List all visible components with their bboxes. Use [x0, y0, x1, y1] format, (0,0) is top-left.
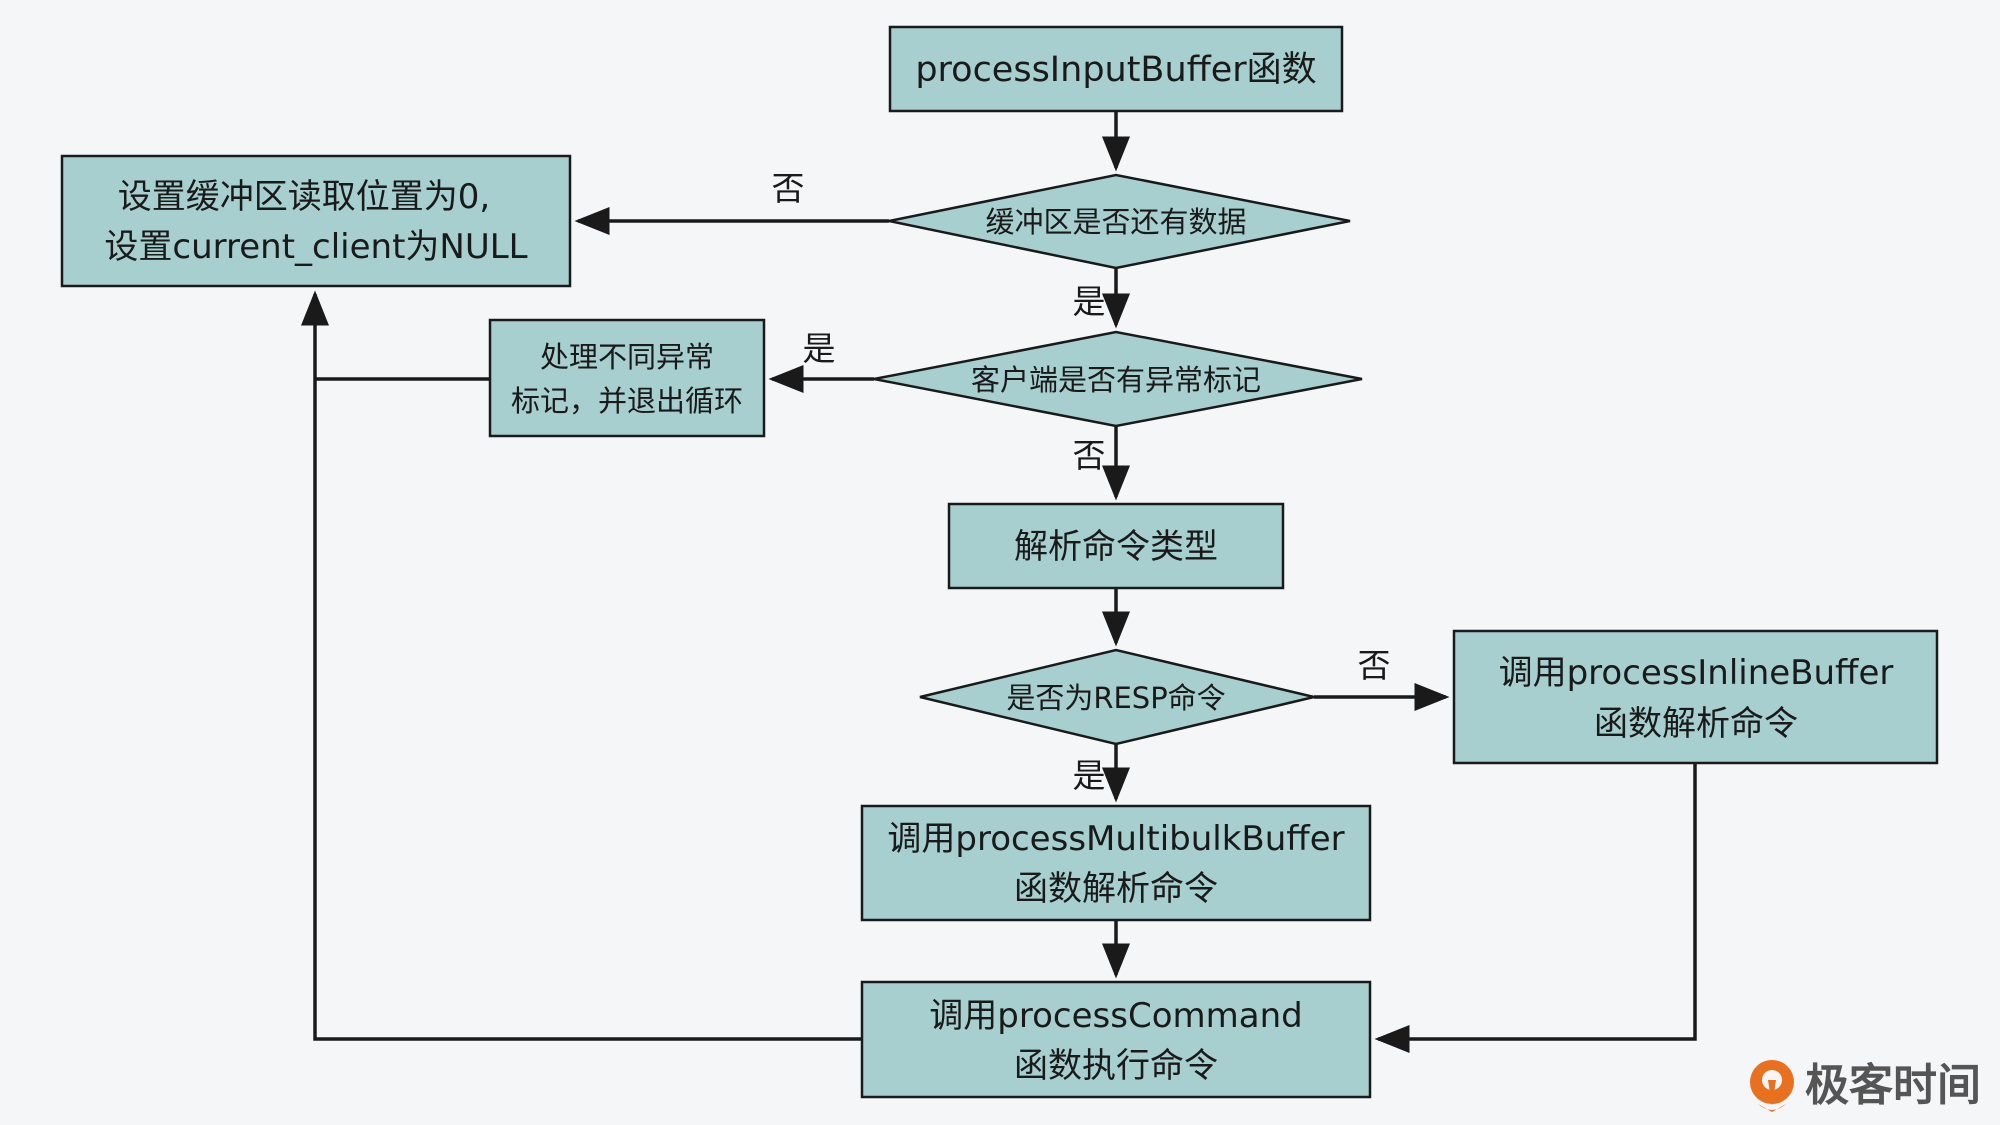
node-is-resp-text: 是否为RESP命令 [1006, 681, 1225, 715]
node-multibulk-text-1: 调用processMultibulkBuffer [887, 819, 1344, 859]
edge-inline-to-command [1374, 763, 1697, 1053]
node-reset-text-2: 设置current_client为NULL [104, 227, 527, 267]
node-parse-type [947, 502, 1285, 590]
node-parse-type-text: 解析命令类型 [1014, 527, 1218, 567]
node-command-text-1: 调用processCommand [929, 996, 1302, 1036]
node-command [860, 980, 1372, 1099]
label-resp-no: 否 [1358, 646, 1391, 685]
node-start-text: processInputBuffer函数 [915, 50, 1316, 90]
node-reset-text-1: 设置缓冲区读取位置为0, [118, 177, 490, 217]
node-abnormal-handle [488, 318, 766, 438]
label-abnormal-no: 否 [1073, 436, 1106, 475]
label-abnormal-yes: 是 [803, 329, 836, 368]
node-inline-text-2: 函数解析命令 [1594, 704, 1798, 744]
node-abnormal-handle-text-2: 标记，并退出循环 [511, 384, 743, 418]
label-resp-yes: 是 [1073, 756, 1106, 795]
node-has-data-text: 缓冲区是否还有数据 [985, 205, 1246, 239]
node-inline [1452, 629, 1939, 765]
node-has-data [888, 173, 1351, 270]
node-command-text-2: 函数执行命令 [1014, 1046, 1218, 1086]
node-multibulk-text-2: 函数解析命令 [1014, 869, 1218, 909]
geektime-logo: 极客时间 [1750, 1060, 1981, 1112]
geektime-logo-icon [1750, 1060, 1794, 1112]
node-inline-text-1: 调用processInlineBuffer [1499, 653, 1894, 693]
node-is-resp [919, 648, 1315, 746]
node-abnormal-handle-text-1: 处理不同异常 [540, 340, 714, 374]
node-abnormal-check [873, 330, 1363, 428]
edge-command-to-reset [301, 290, 862, 1041]
node-start [888, 25, 1344, 113]
node-reset [60, 154, 572, 288]
geektime-logo-text: 极客时间 [1805, 1060, 1981, 1111]
label-has-data-yes: 是 [1073, 282, 1106, 321]
node-abnormal-check-text: 客户端是否有异常标记 [971, 363, 1261, 397]
label-has-data-no: 否 [772, 169, 805, 208]
node-multibulk [860, 804, 1372, 922]
